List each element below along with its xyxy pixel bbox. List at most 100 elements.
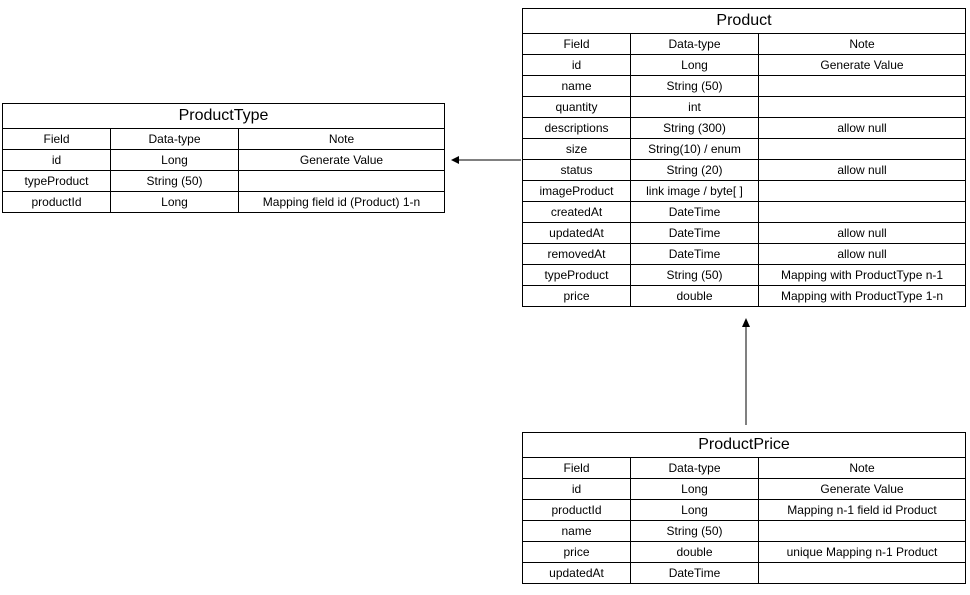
entity-title: ProductType: [2, 103, 445, 129]
datatype-cell: Long: [110, 149, 239, 171]
note-cell: allow null: [758, 243, 966, 265]
note-cell: [758, 201, 966, 223]
field-cell: name: [522, 520, 631, 542]
column-header-field: Field: [522, 457, 631, 479]
note-cell: [758, 180, 966, 202]
note-cell: Mapping n-1 field id Product: [757, 499, 967, 521]
field-cell: typeProduct: [522, 264, 631, 286]
column-header-field: Field: [522, 33, 631, 55]
datatype-cell: Long: [110, 191, 239, 213]
note-cell: [758, 96, 966, 118]
column-header-note: Note: [758, 33, 966, 55]
datatype-cell: double: [630, 541, 759, 563]
note-cell: unique Mapping n-1 Product: [757, 541, 967, 563]
field-cell: status: [522, 159, 631, 181]
datatype-cell: String (50): [110, 170, 239, 192]
note-cell: Generate Value: [757, 478, 967, 500]
datatype-cell: Long: [630, 54, 759, 76]
datatype-cell: String(10) / enum: [630, 138, 759, 160]
note-cell: Generate Value: [758, 54, 966, 76]
datatype-cell: int: [630, 96, 759, 118]
field-cell: size: [522, 138, 631, 160]
field-cell: id: [522, 478, 631, 500]
datatype-cell: DateTime: [630, 201, 759, 223]
note-cell: [238, 170, 445, 192]
note-cell: Generate Value: [238, 149, 445, 171]
column-header-datatype: Data-type: [630, 33, 759, 55]
field-cell: typeProduct: [2, 170, 111, 192]
datatype-cell: String (20): [630, 159, 759, 181]
field-cell: productId: [522, 499, 631, 521]
field-cell: productId: [2, 191, 111, 213]
field-cell: quantity: [522, 96, 631, 118]
arrowhead-up-icon: [742, 318, 750, 327]
datatype-cell: String (300): [630, 117, 759, 139]
datatype-cell: String (50): [630, 75, 759, 97]
field-cell: updatedAt: [522, 222, 631, 244]
note-cell: allow null: [758, 117, 966, 139]
note-cell: Mapping with ProductType n-1: [758, 264, 966, 286]
note-cell: [757, 520, 967, 542]
note-cell: allow null: [758, 159, 966, 181]
datatype-cell: String (50): [630, 520, 759, 542]
field-cell: name: [522, 75, 631, 97]
field-cell: price: [522, 285, 631, 307]
field-cell: id: [2, 149, 111, 171]
note-cell: [758, 138, 966, 160]
datatype-cell: DateTime: [630, 562, 759, 584]
field-cell: updatedAt: [522, 562, 631, 584]
field-cell: price: [522, 541, 631, 563]
note-cell: Mapping field id (Product) 1-n: [238, 191, 445, 213]
column-header-note: Note: [757, 457, 967, 479]
entity-title: ProductPrice: [521, 432, 967, 458]
arrowhead-left-icon: [451, 156, 459, 164]
datatype-cell: double: [630, 285, 759, 307]
column-header-field: Field: [2, 128, 111, 150]
field-cell: imageProduct: [522, 180, 631, 202]
datatype-cell: DateTime: [630, 222, 759, 244]
column-header-datatype: Data-type: [110, 128, 239, 150]
note-cell: allow null: [758, 222, 966, 244]
datatype-cell: DateTime: [630, 243, 759, 265]
column-header-datatype: Data-type: [630, 457, 759, 479]
entity-title: Product: [522, 8, 966, 34]
field-cell: removedAt: [522, 243, 631, 265]
note-cell: [758, 75, 966, 97]
note-cell: [757, 562, 967, 584]
datatype-cell: link image / byte[ ]: [630, 180, 759, 202]
datatype-cell: Long: [630, 478, 759, 500]
field-cell: descriptions: [522, 117, 631, 139]
datatype-cell: Long: [630, 499, 759, 521]
datatype-cell: String (50): [630, 264, 759, 286]
field-cell: id: [522, 54, 631, 76]
column-header-note: Note: [238, 128, 445, 150]
field-cell: createdAt: [522, 201, 631, 223]
note-cell: Mapping with ProductType 1-n: [758, 285, 966, 307]
